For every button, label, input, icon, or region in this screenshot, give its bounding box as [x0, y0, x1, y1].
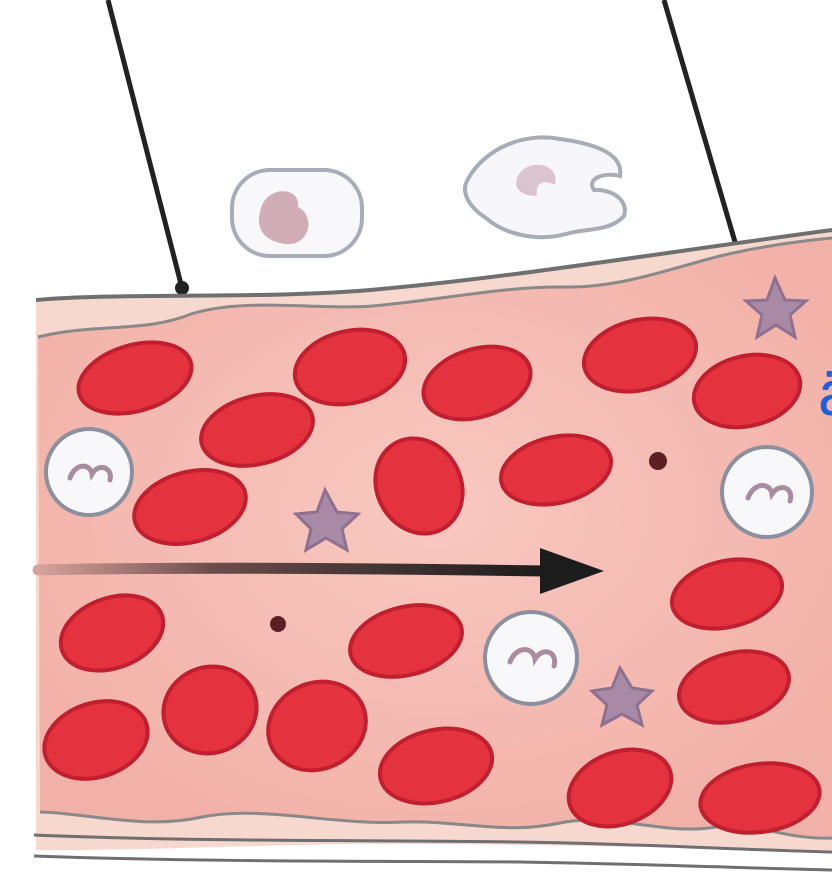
flow-arrow-shaft	[38, 568, 546, 571]
white-blood-cell-body	[485, 612, 577, 704]
white-blood-cell	[46, 429, 132, 515]
white-blood-cell	[485, 612, 577, 704]
left-line-end-dot	[175, 281, 189, 295]
cropped-label-fragment: ä	[818, 357, 832, 429]
small-particle	[270, 616, 286, 632]
white-blood-cell-body	[722, 447, 812, 537]
small-particle	[649, 452, 667, 470]
white-blood-cell	[722, 447, 812, 537]
